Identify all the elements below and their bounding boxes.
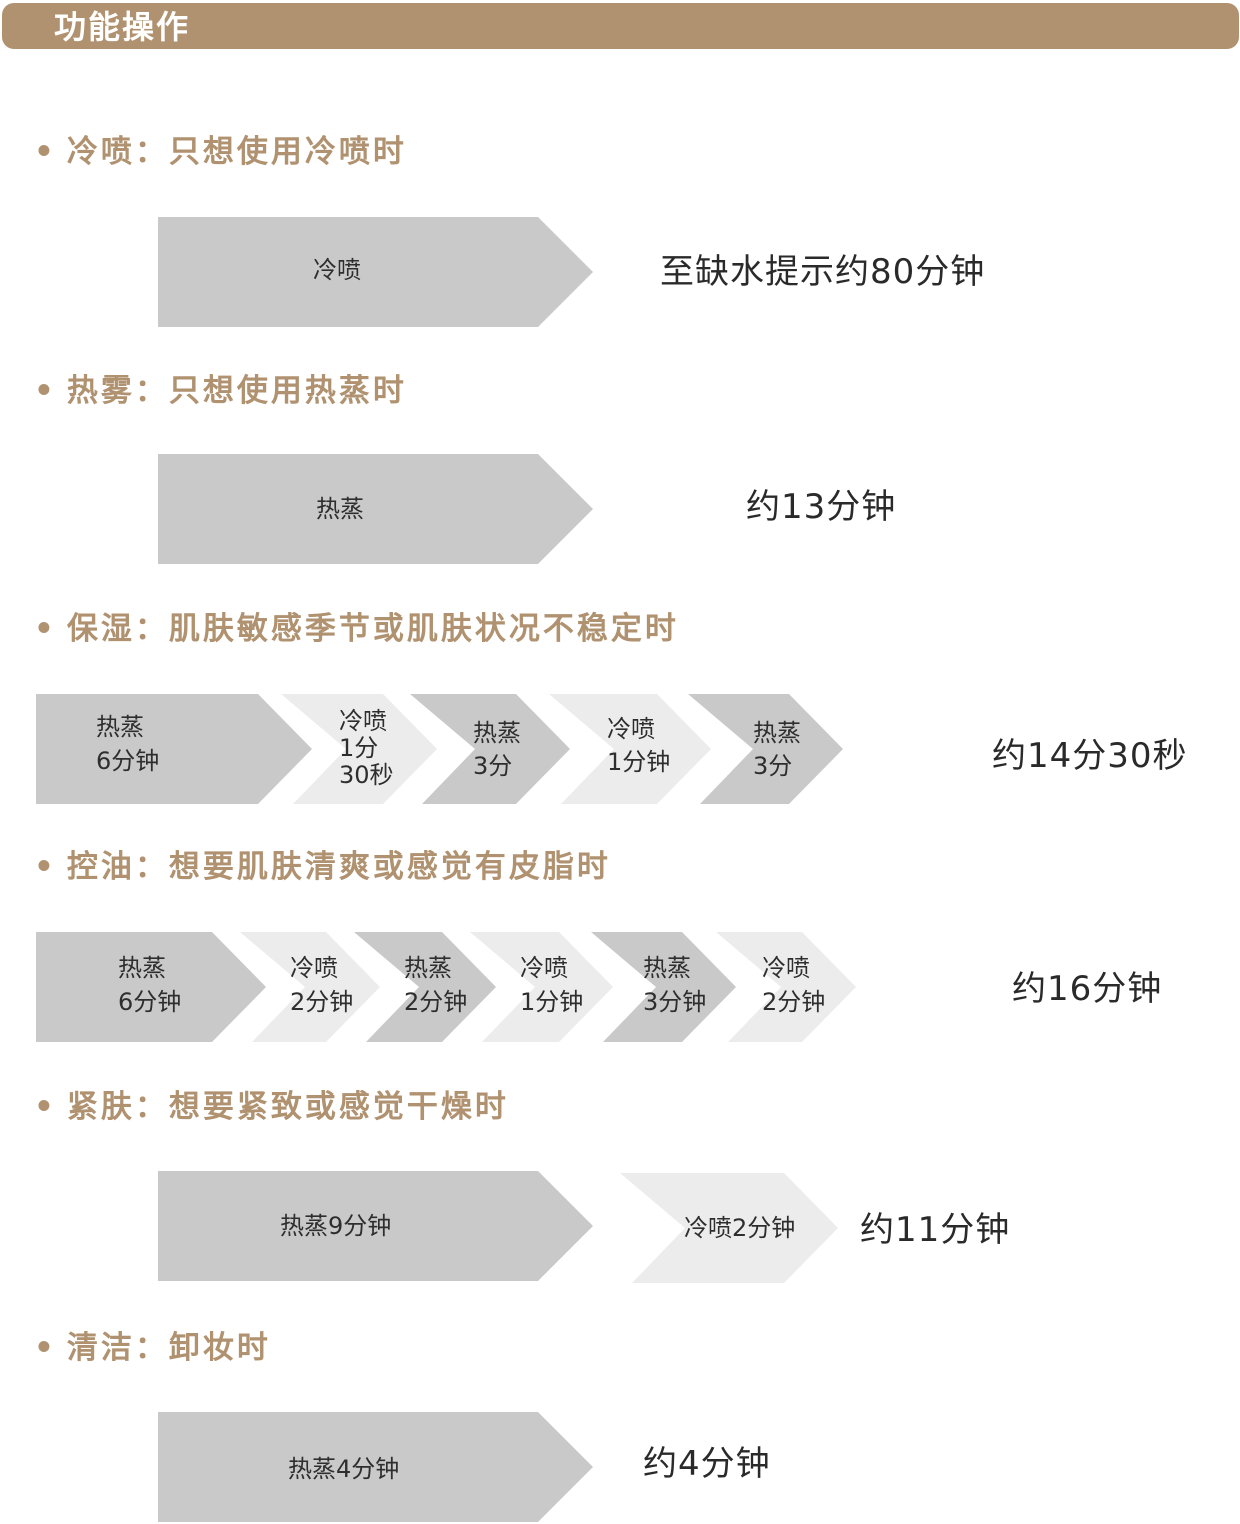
duration-result: 约11分钟 — [860, 1210, 1011, 1250]
step-arrow: 热蒸4分钟 — [158, 1412, 593, 1522]
step-duration: 6分钟 — [118, 988, 182, 1016]
step-chevron: 冷喷 2分钟 — [240, 932, 380, 1042]
bullet: • — [34, 611, 57, 647]
step-label: 热蒸 — [643, 954, 691, 982]
step-label: 热蒸 — [118, 954, 166, 982]
step-chevron: 冷喷 1分 30秒 — [281, 694, 437, 804]
step-duration: 2分钟 — [404, 988, 468, 1016]
step-chevron: 冷喷2分钟 — [620, 1173, 838, 1283]
step-chevron: 热蒸 3分 — [410, 694, 570, 804]
arrow-shape — [36, 694, 312, 804]
step-label: 冷喷 — [290, 954, 338, 982]
section-title-text: 紧肤：想要紧致或感觉干燥时 — [66, 1089, 509, 1125]
step-chevron: 冷喷 2分钟 — [716, 932, 856, 1042]
chevron-shape — [620, 1173, 838, 1283]
step-label: 热蒸 — [404, 954, 452, 982]
arrow-shape — [158, 217, 593, 327]
step-duration: 1分钟 — [607, 748, 671, 776]
chevron-shape — [591, 932, 736, 1042]
step-label: 热蒸 — [753, 719, 801, 747]
step-chevron: 冷喷 1分钟 — [549, 694, 711, 804]
step-duration-seconds: 30秒 — [339, 761, 394, 789]
bullet: • — [34, 1089, 57, 1125]
step-duration: 1分 — [339, 734, 379, 762]
step-label: 热蒸 — [316, 495, 364, 523]
step-arrow: 热蒸 6分钟 — [36, 932, 266, 1042]
step-label: 热蒸9分钟 — [280, 1212, 392, 1240]
header-bar: 功能操作 — [2, 3, 1239, 49]
chevron-shape — [240, 932, 380, 1042]
duration-result: 约4分钟 — [643, 1444, 771, 1484]
step-arrow: 热蒸9分钟 — [158, 1171, 593, 1281]
section-title: •保湿：肌肤敏感季节或肌肤状况不稳定时 — [34, 611, 679, 647]
section-title: •热雾：只想使用热蒸时 — [34, 373, 407, 409]
section-title-text: 清洁：卸妆时 — [66, 1330, 271, 1366]
step-duration: 3分 — [753, 752, 793, 780]
step-label: 冷喷 — [607, 715, 655, 743]
step-chevron: 热蒸 3分钟 — [591, 932, 736, 1042]
step-label: 冷喷2分钟 — [684, 1214, 796, 1242]
step-label: 冷喷 — [520, 954, 568, 982]
duration-result: 约13分钟 — [746, 487, 897, 527]
step-duration: 2分钟 — [290, 988, 354, 1016]
duration-result: 约14分30秒 — [992, 736, 1188, 776]
step-label: 热蒸 — [473, 719, 521, 747]
duration-result: 至缺水提示约80分钟 — [660, 252, 986, 292]
arrow-shape — [158, 454, 593, 564]
duration-result: 约16分钟 — [1012, 969, 1163, 1009]
arrow-shape — [158, 1171, 593, 1281]
step-label: 冷喷 — [339, 707, 387, 735]
step-chevron: 热蒸 2分钟 — [354, 932, 496, 1042]
section-title: •冷喷：只想使用冷喷时 — [34, 134, 407, 170]
step-duration: 1分钟 — [520, 988, 584, 1016]
arrow-shape — [158, 1412, 593, 1522]
chevron-shape — [688, 694, 843, 804]
chevron-shape — [354, 932, 496, 1042]
chevron-shape — [549, 694, 711, 804]
chevron-shape — [470, 932, 613, 1042]
step-arrow: 热蒸 6分钟 — [36, 694, 312, 804]
chevron-shape — [410, 694, 570, 804]
section-title: •清洁：卸妆时 — [34, 1330, 271, 1366]
section-title-text: 控油：想要肌肤清爽或感觉有皮脂时 — [66, 849, 611, 885]
section-title-text: 热雾：只想使用热蒸时 — [66, 373, 407, 409]
step-label: 热蒸4分钟 — [288, 1455, 400, 1483]
step-label: 冷喷 — [313, 256, 361, 284]
bullet: • — [34, 849, 57, 885]
step-label: 冷喷 — [762, 954, 810, 982]
bullet: • — [34, 1330, 57, 1366]
section-title: •紧肤：想要紧致或感觉干燥时 — [34, 1089, 509, 1125]
step-duration: 3分 — [473, 752, 513, 780]
step-duration: 2分钟 — [762, 988, 826, 1016]
step-arrow: 热蒸 — [158, 454, 593, 564]
bullet: • — [34, 134, 57, 170]
step-chevron: 冷喷 1分钟 — [470, 932, 613, 1042]
section-title-text: 保湿：肌肤敏感季节或肌肤状况不稳定时 — [66, 611, 679, 647]
section-title: •控油：想要肌肤清爽或感觉有皮脂时 — [34, 849, 611, 885]
section-title-text: 冷喷：只想使用冷喷时 — [66, 134, 407, 170]
step-chevron: 热蒸 3分 — [688, 694, 843, 804]
step-arrow: 冷喷 — [158, 217, 593, 327]
step-duration: 6分钟 — [96, 747, 160, 775]
arrow-shape — [36, 932, 266, 1042]
chevron-shape — [281, 694, 437, 804]
page-title: 功能操作 — [54, 8, 191, 46]
bullet: • — [34, 373, 57, 409]
step-label: 热蒸 — [96, 713, 144, 741]
chevron-shape — [716, 932, 856, 1042]
step-duration: 3分钟 — [643, 988, 707, 1016]
